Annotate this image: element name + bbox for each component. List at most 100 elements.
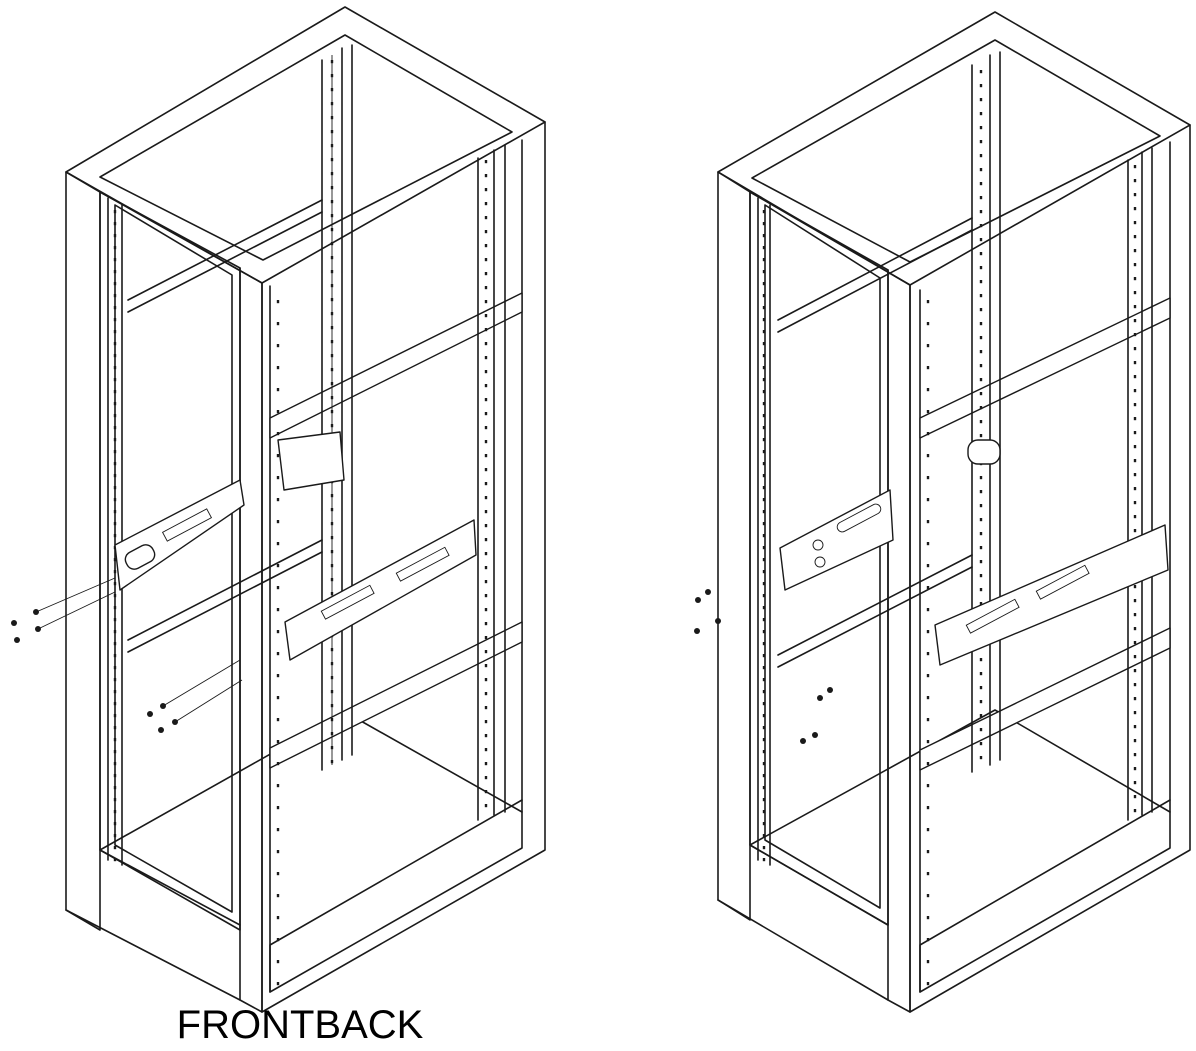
rail-hole: [1133, 641, 1137, 645]
rail-hole: [979, 294, 983, 298]
rail-hole: [1133, 529, 1137, 533]
rail-hole: [926, 784, 930, 788]
rail-hole: [113, 690, 117, 694]
rail-hole: [330, 102, 334, 106]
rack-top-frame-inner: [751, 39, 1161, 263]
rail-hole: [484, 706, 488, 710]
rail-hole: [484, 160, 488, 164]
rack-side-crossbar-upper: [269, 292, 523, 439]
rail-hole: [484, 258, 488, 262]
rail-hole: [484, 286, 488, 290]
rail-hole: [113, 822, 117, 826]
rail-hole: [1133, 739, 1137, 743]
rail-hole: [979, 560, 983, 564]
rail-hole: [762, 558, 766, 562]
rail-hole: [113, 450, 117, 454]
rail-hole: [330, 676, 334, 680]
rail-hole: [484, 342, 488, 346]
rail-hole: [276, 300, 280, 304]
rail-hole: [276, 872, 280, 876]
rail-hole: [1133, 277, 1137, 281]
rail-hole: [113, 438, 117, 442]
rail-hole: [762, 498, 766, 502]
rail-hole: [1133, 417, 1137, 421]
rail-hole: [979, 756, 983, 760]
rail-bracket-front-left: [114, 479, 245, 591]
rail-hole: [113, 618, 117, 622]
rail-hole: [330, 578, 334, 582]
rack-top-frame: [717, 11, 1191, 286]
rail-hole: [979, 70, 983, 74]
rail-hole: [979, 84, 983, 88]
rail-hole: [113, 498, 117, 502]
rail-hole: [113, 570, 117, 574]
rail-hole: [979, 112, 983, 116]
rail-hole: [113, 234, 117, 238]
rail-hole: [113, 714, 117, 718]
rail-hole: [762, 810, 766, 814]
rail-hole: [979, 700, 983, 704]
rail-hole: [926, 894, 930, 898]
rail-hole: [762, 594, 766, 598]
rail-hole: [1133, 165, 1137, 169]
rack-top-frame-inner: [99, 34, 513, 261]
rail-hole: [113, 666, 117, 670]
rail-hole: [276, 498, 280, 502]
rail-hole: [1133, 333, 1137, 337]
rail-hole: [762, 714, 766, 718]
rail-hole: [979, 574, 983, 578]
rail-hole: [762, 486, 766, 490]
rail-hole: [926, 674, 930, 678]
rack-rear-mounting-rail: [971, 51, 1001, 773]
mounting-screws-back: [694, 589, 833, 744]
rail-hole: [979, 434, 983, 438]
rail-hole: [113, 486, 117, 490]
rail-hole: [979, 126, 983, 130]
rail-hole: [276, 828, 280, 832]
rail-hole: [484, 538, 488, 542]
rack-side-crossbar-middle: [269, 621, 523, 769]
rail-hole: [113, 318, 117, 322]
rail-hole: [762, 318, 766, 322]
rail-hole: [484, 370, 488, 374]
rail-hole: [113, 750, 117, 754]
rail-hole: [330, 746, 334, 750]
rail-hole: [762, 414, 766, 418]
rail-hole: [330, 396, 334, 400]
rail-hole: [330, 522, 334, 526]
rail-hole: [979, 532, 983, 536]
rail-hole: [484, 608, 488, 612]
rail-hole: [330, 382, 334, 386]
rail-hole: [276, 982, 280, 986]
rail-hole: [484, 230, 488, 234]
rail-hole: [113, 462, 117, 466]
rail-hole: [762, 678, 766, 682]
rail-hole: [926, 982, 930, 986]
rail-hole: [113, 366, 117, 370]
rail-hole: [1133, 809, 1137, 813]
rail-hole: [926, 432, 930, 436]
rail-hole: [762, 606, 766, 610]
rail-hole: [979, 210, 983, 214]
rail-hole: [113, 558, 117, 562]
rail-hole: [926, 388, 930, 392]
rail-hole: [926, 322, 930, 326]
rail-hole: [330, 704, 334, 708]
rail-hole: [926, 652, 930, 656]
rail-hole: [762, 306, 766, 310]
rail-hole: [1133, 263, 1137, 267]
rail-hole: [979, 728, 983, 732]
rail-hole: [926, 344, 930, 348]
rail-hole: [484, 678, 488, 682]
rail-hole: [762, 282, 766, 286]
rail-hole: [276, 762, 280, 766]
rack-right-side-panel-inner: [269, 139, 523, 993]
rail-hole: [113, 306, 117, 310]
rail-hole: [762, 690, 766, 694]
rail-hole: [484, 664, 488, 668]
rail-hole: [276, 916, 280, 920]
rail-hole: [979, 182, 983, 186]
rail-hole: [762, 834, 766, 838]
rail-hole: [276, 476, 280, 480]
rail-hole: [762, 462, 766, 466]
